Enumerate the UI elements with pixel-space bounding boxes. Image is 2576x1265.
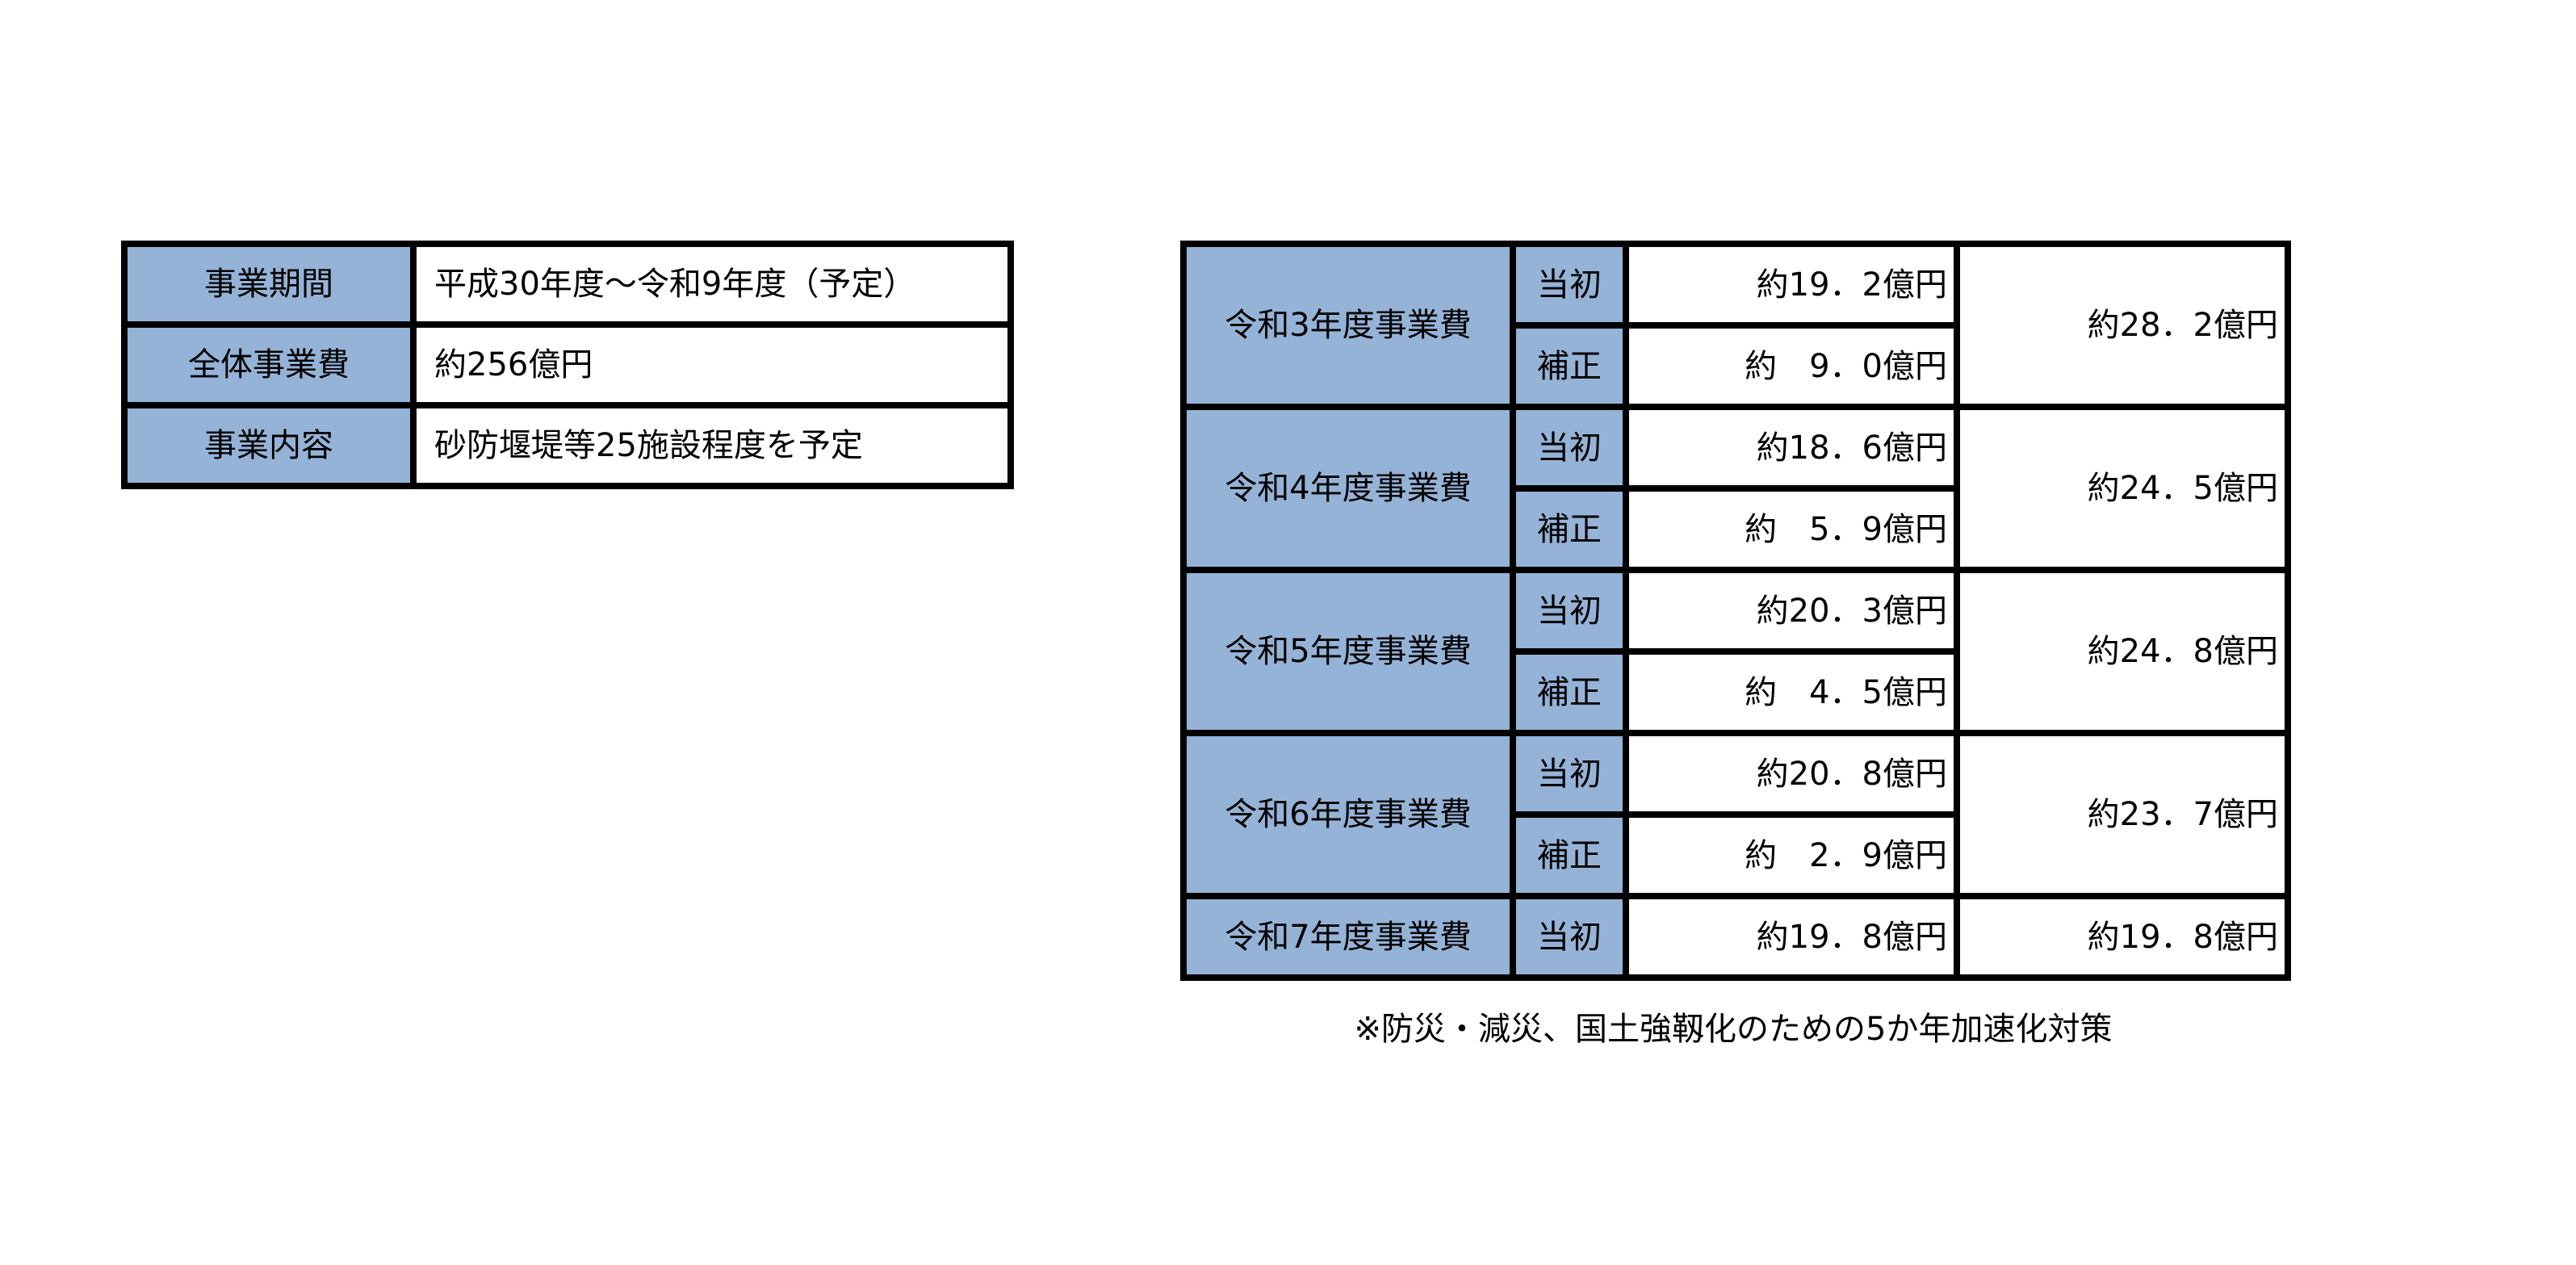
row-value-content: 砂防堰堤等25施設程度を予定 xyxy=(410,402,1014,489)
budget-initial-amount: 約20．3億円 xyxy=(1623,567,1960,655)
budget-total-amount: 約23．7億円 xyxy=(1954,730,2291,899)
budget-initial-label: 当初 xyxy=(1510,730,1629,818)
table-row: 令和5年度事業費 当初 約20．3億円 約24．8億円 xyxy=(1180,567,2291,736)
budget-year-label: 令和5年度事業費 xyxy=(1180,567,1516,736)
budget-supplement-amount: 約 2．9億円 xyxy=(1623,811,1960,899)
budget-initial-label: 当初 xyxy=(1510,567,1629,655)
budget-supplement-amount: 約 9．0億円 xyxy=(1623,322,1960,410)
row-label-total-cost: 全体事業費 xyxy=(121,321,417,408)
budget-initial-amount: 約20．8億円 xyxy=(1623,730,1960,818)
row-label-content: 事業内容 xyxy=(121,402,417,489)
budget-supplement-amount: 約 5．9億円 xyxy=(1623,485,1960,573)
table-row: 令和7年度事業費 当初 約19．8億円 約19．8億円 xyxy=(1180,893,2291,981)
budget-initial-label: 当初 xyxy=(1510,893,1629,981)
budget-initial-amount: 約19．8億円 xyxy=(1623,893,1960,981)
table-row: 全体事業費 約256億円 xyxy=(121,321,1014,408)
table-row: 補正 約 9．0億円 xyxy=(1183,322,2288,410)
table-row: 事業内容 砂防堰堤等25施設程度を予定 xyxy=(121,402,1014,489)
budget-supplement-label: 補正 xyxy=(1510,648,1629,736)
budget-initial-label: 当初 xyxy=(1510,241,1629,329)
row-label-period: 事業期間 xyxy=(121,241,417,328)
row-value-total-cost: 約256億円 xyxy=(410,321,1014,408)
table-row: 事業期間 平成30年度～令和9年度（予定） xyxy=(121,241,1014,328)
table-row: 補正 約 5．9億円 xyxy=(1183,485,2288,573)
budget-year-label: 令和4年度事業費 xyxy=(1180,404,1516,573)
budget-total-amount: 約19．8億円 xyxy=(1954,893,2291,981)
footnote: ※防災・減災、国土強靱化のための5か年加速化対策 xyxy=(1354,1011,2113,1048)
budget-initial-label: 当初 xyxy=(1510,404,1629,492)
annual-budget-table: 令和3年度事業費 当初 約19．2億円 約28．2億円 補正 約 9．0億円 令… xyxy=(1180,241,2291,981)
budget-supplement-amount: 約 4．5億円 xyxy=(1623,648,1960,736)
budget-year-label: 令和7年度事業費 xyxy=(1180,893,1516,981)
budget-year-label: 令和3年度事業費 xyxy=(1180,241,1516,410)
table-row: 補正 約 2．9億円 xyxy=(1183,811,2288,899)
row-value-period: 平成30年度～令和9年度（予定） xyxy=(410,241,1014,328)
project-summary-table: 事業期間 平成30年度～令和9年度（予定） 全体事業費 約256億円 事業内容 … xyxy=(121,241,1014,489)
budget-supplement-label: 補正 xyxy=(1510,811,1629,899)
budget-supplement-label: 補正 xyxy=(1510,322,1629,410)
table-row: 令和4年度事業費 当初 約18．6億円 約24．5億円 xyxy=(1180,404,2291,573)
budget-year-label: 令和6年度事業費 xyxy=(1180,730,1516,899)
table-row: 補正 約 4．5億円 xyxy=(1183,648,2288,736)
budget-total-amount: 約24．8億円 xyxy=(1954,567,2291,736)
table-row: 令和6年度事業費 当初 約20．8億円 約23．7億円 xyxy=(1180,730,2291,899)
budget-initial-amount: 約19．2億円 xyxy=(1623,241,1960,329)
budget-total-amount: 約28．2億円 xyxy=(1954,241,2291,410)
budget-supplement-label: 補正 xyxy=(1510,485,1629,573)
budget-total-amount: 約24．5億円 xyxy=(1954,404,2291,573)
table-row: 令和3年度事業費 当初 約19．2億円 約28．2億円 xyxy=(1180,241,2291,410)
budget-initial-amount: 約18．6億円 xyxy=(1623,404,1960,492)
